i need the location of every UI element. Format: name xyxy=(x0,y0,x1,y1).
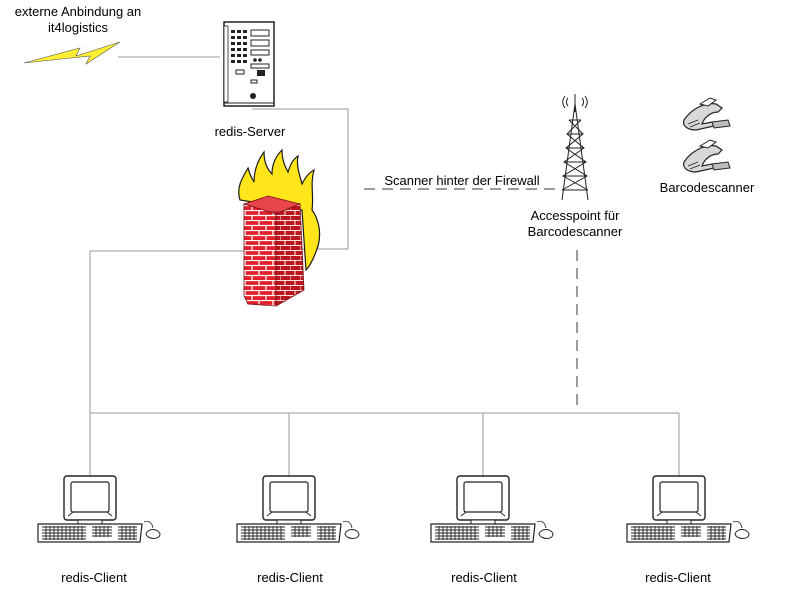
wireless-links xyxy=(364,188,578,405)
lan-cabling xyxy=(89,56,680,476)
external-link-label: externe Anbindung an it4logistics xyxy=(8,4,148,36)
barcodescanner-label: Barcodescanner xyxy=(659,180,755,195)
firewall-to-bus-line xyxy=(89,250,244,413)
accesspoint-label-line1: Accesspoint für xyxy=(530,208,620,223)
client-computer-icon-2 xyxy=(236,475,360,543)
barcode-scanner-icon-1 xyxy=(683,97,731,131)
accesspoint-tower-icon xyxy=(561,94,589,201)
firewall-icon xyxy=(238,148,321,307)
client-computer-icon-1 xyxy=(37,475,161,543)
server-tower-icon xyxy=(223,21,275,107)
client-label-1: redis-Client xyxy=(61,570,127,585)
barcode-scanner-icon-2 xyxy=(683,139,731,173)
client-computer-icon-3 xyxy=(430,475,554,543)
accesspoint-label-line2: Barcodescanner xyxy=(527,224,623,239)
client-label-4: redis-Client xyxy=(645,570,711,585)
client-label-2: redis-Client xyxy=(257,570,323,585)
scanner-link-label: Scanner hinter der Firewall xyxy=(384,173,540,188)
client-label-3: redis-Client xyxy=(451,570,517,585)
external-link-label-line1: externe Anbindung an xyxy=(14,4,142,19)
accesspoint-label: Accesspoint für Barcodescanner xyxy=(510,208,640,240)
server-label: redis-Server xyxy=(214,124,286,139)
external-lightning-icon xyxy=(23,41,121,65)
external-link-label-line2: it4logistics xyxy=(48,20,108,35)
client-computer-icon-4 xyxy=(626,475,750,543)
